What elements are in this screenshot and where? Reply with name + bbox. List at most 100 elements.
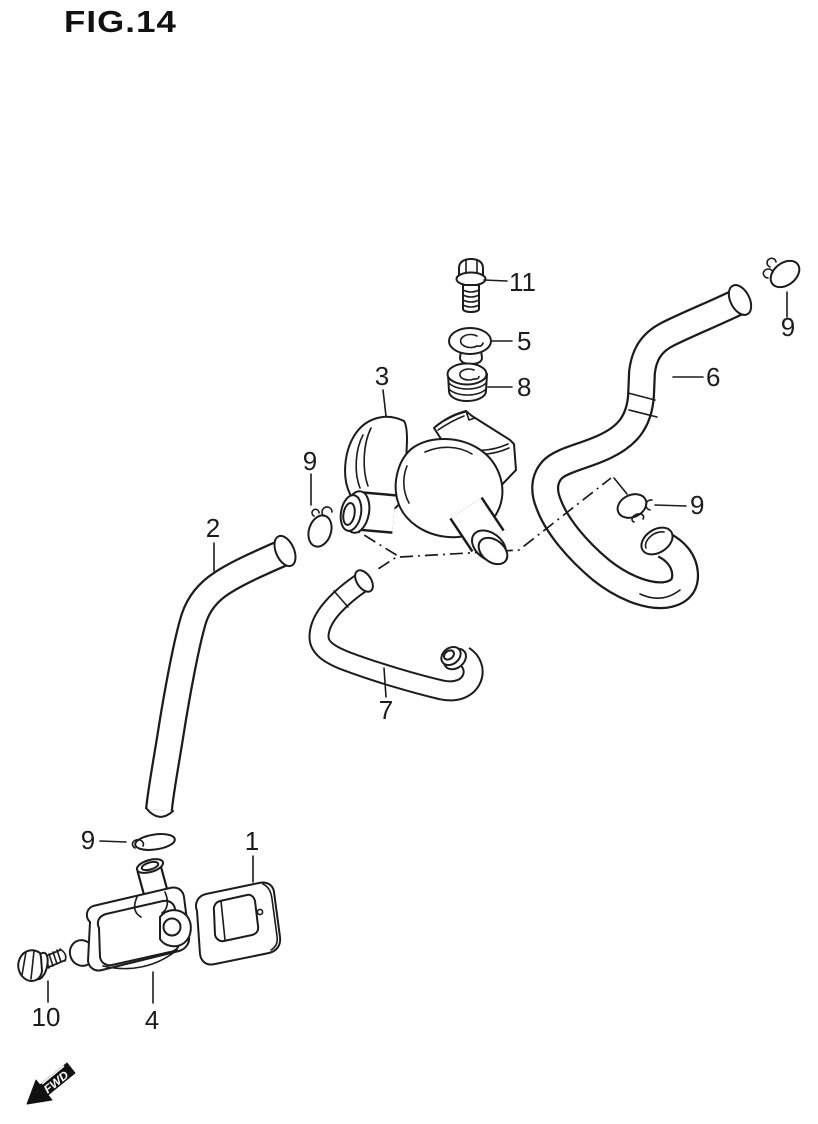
bolt11-flange — [455, 271, 487, 287]
hose7-cuff-line — [333, 590, 349, 608]
fwd-arrow-bevel — [41, 1065, 65, 1085]
clamp-ring — [769, 259, 801, 289]
leader-11 — [483, 279, 508, 282]
callout-9-mid-left-label: 9 — [303, 446, 317, 476]
bolt11-thread-4 — [462, 304, 480, 308]
bracket-corner-tab — [465, 410, 476, 421]
part-9-clamp-bottom-left — [131, 833, 176, 851]
valve4-nipple-flare-right — [161, 891, 169, 914]
front-lobe-seam-1 — [424, 446, 473, 455]
callout-9-top-right-label: 9 — [781, 312, 795, 342]
callout-8-label: 8 — [517, 372, 531, 402]
hose6-opening-inner-wall — [644, 530, 665, 549]
hose2-bottom-end — [145, 807, 174, 818]
bolt10-tip — [59, 948, 67, 962]
clamp-ring — [307, 514, 333, 548]
part-9-clamp-mid-right — [616, 493, 653, 523]
callout-9-bottom-left-label: 9 — [81, 825, 95, 855]
bolt10-thread-3 — [52, 951, 58, 965]
rear-lobe-seam-2 — [363, 427, 372, 487]
clamp-tab-1 — [321, 506, 333, 517]
part-11-bolt — [455, 258, 487, 313]
valve4-nipple-flare-left — [133, 896, 142, 918]
leader-lines — [47, 279, 788, 1004]
clamp-tab-1 — [131, 838, 145, 849]
leader-3 — [382, 389, 387, 417]
bracket-lip-line-2 — [437, 415, 465, 431]
hose6-bend-highlight — [639, 589, 681, 599]
hose6-cuff-line-1 — [627, 392, 656, 401]
hose7-end-opening — [443, 649, 455, 661]
leader-9-mid-right-2 — [613, 477, 628, 495]
bracket1-edge-thickness — [262, 883, 279, 951]
hose2-top-cap — [273, 534, 297, 568]
bolt11-shank — [462, 284, 480, 313]
part-10-bolt — [17, 948, 67, 982]
hose6-body — [533, 290, 746, 607]
fwd-arrow: FWD — [26, 1062, 76, 1105]
hose2-body — [147, 541, 290, 812]
callout-9-mid-right-label: 9 — [690, 490, 704, 520]
callout-2-label: 2 — [206, 513, 220, 543]
clamp-ring — [616, 493, 648, 519]
leader-9-bottom-left — [99, 840, 127, 843]
part-5-mount — [448, 327, 492, 365]
callout-4-label: 4 — [145, 1005, 159, 1035]
rear-lobe-seam-1 — [355, 434, 364, 489]
clamp-tab-1 — [766, 257, 777, 268]
bolt11-thread-3 — [462, 299, 480, 303]
bolt11-thread-2 — [462, 294, 480, 298]
callout-11-label: 11 — [509, 267, 536, 297]
valve4-bottom-lip — [102, 949, 178, 970]
left-port-opening — [342, 502, 356, 526]
front-lobe-seam-2 — [403, 465, 410, 504]
leader-9-mid-right — [654, 504, 687, 507]
clamp-tab-2 — [762, 268, 774, 279]
bolt10-head-facet-1 — [21, 951, 27, 976]
callout-5-label: 5 — [517, 326, 531, 356]
bolt10-head-facet-2 — [30, 950, 35, 980]
part-9-clamp-top-right — [762, 257, 801, 289]
mount5-flange — [448, 327, 492, 355]
grommet8-inner-hook — [473, 375, 480, 380]
part-4-valve — [68, 858, 192, 972]
callout-10-label: 10 — [32, 1002, 61, 1032]
bottom-port-ring-2 — [477, 536, 509, 566]
routing-line-left — [342, 521, 400, 572]
grommet8-groove-2 — [448, 388, 487, 396]
bracket1-window-divider — [220, 900, 226, 941]
part-1-bracket — [195, 881, 282, 966]
part-8-grommet — [446, 362, 488, 402]
part-9-clamp-mid-left — [307, 506, 333, 548]
part-2-hose — [145, 534, 297, 818]
part-3-valve-assembly — [339, 410, 517, 566]
bolt10-thread-2 — [48, 953, 54, 967]
figure-title: FIG.14 — [64, 4, 177, 39]
grommet8-groove-1 — [448, 382, 487, 390]
routing-line-right — [399, 477, 612, 558]
bracket1-window — [212, 893, 260, 943]
grommet8-top — [446, 362, 488, 386]
bolt10-thread-4 — [56, 949, 62, 963]
mount5-inner-hook — [476, 342, 484, 347]
mount5-inner-hole — [459, 333, 478, 349]
hose7-body — [310, 573, 482, 700]
hose7-top-cap — [354, 569, 374, 593]
clamp-tab-2 — [311, 508, 320, 517]
leader-7 — [383, 667, 387, 698]
part-6-hose — [531, 284, 753, 610]
grommet8-inner-hole — [459, 368, 475, 381]
callout-3-label: 3 — [375, 361, 389, 391]
hose6-end-opening — [640, 526, 674, 556]
bracket-lip-line-1 — [435, 411, 466, 427]
clamp-tab-1 — [645, 499, 653, 511]
clamp-ring — [134, 833, 176, 851]
callout-1-label: 1 — [245, 826, 259, 856]
callout-7-label: 7 — [379, 695, 393, 725]
part-7-hose — [308, 569, 484, 702]
bracket1-pin-hole — [256, 908, 264, 916]
bolt11-thread-1 — [462, 289, 480, 293]
hose6-top-cap — [727, 284, 753, 316]
